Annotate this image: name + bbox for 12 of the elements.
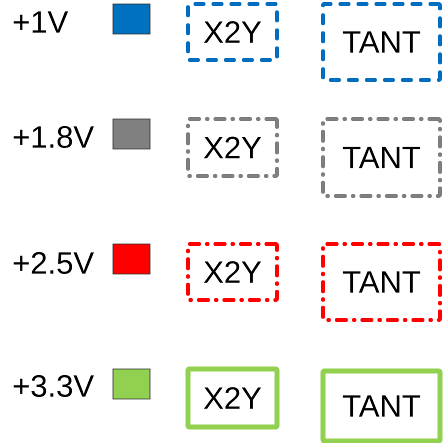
dashed-box: X2Y xyxy=(186,242,279,302)
legend-label: +2.5V xyxy=(14,252,94,274)
dashed-box: TANT xyxy=(321,117,442,198)
legend-label: +3.3V xyxy=(14,375,94,397)
dashed-box: X2Y xyxy=(186,117,279,178)
dashed-box: TANT xyxy=(321,2,442,82)
dashed-box: X2Y xyxy=(186,366,280,430)
legend-label: +1V xyxy=(14,11,68,33)
legend-label: +1.8V xyxy=(14,126,94,148)
dashed-box: X2Y xyxy=(186,2,279,62)
dashed-box: TANT xyxy=(320,368,442,443)
dashed-box: TANT xyxy=(321,242,442,322)
